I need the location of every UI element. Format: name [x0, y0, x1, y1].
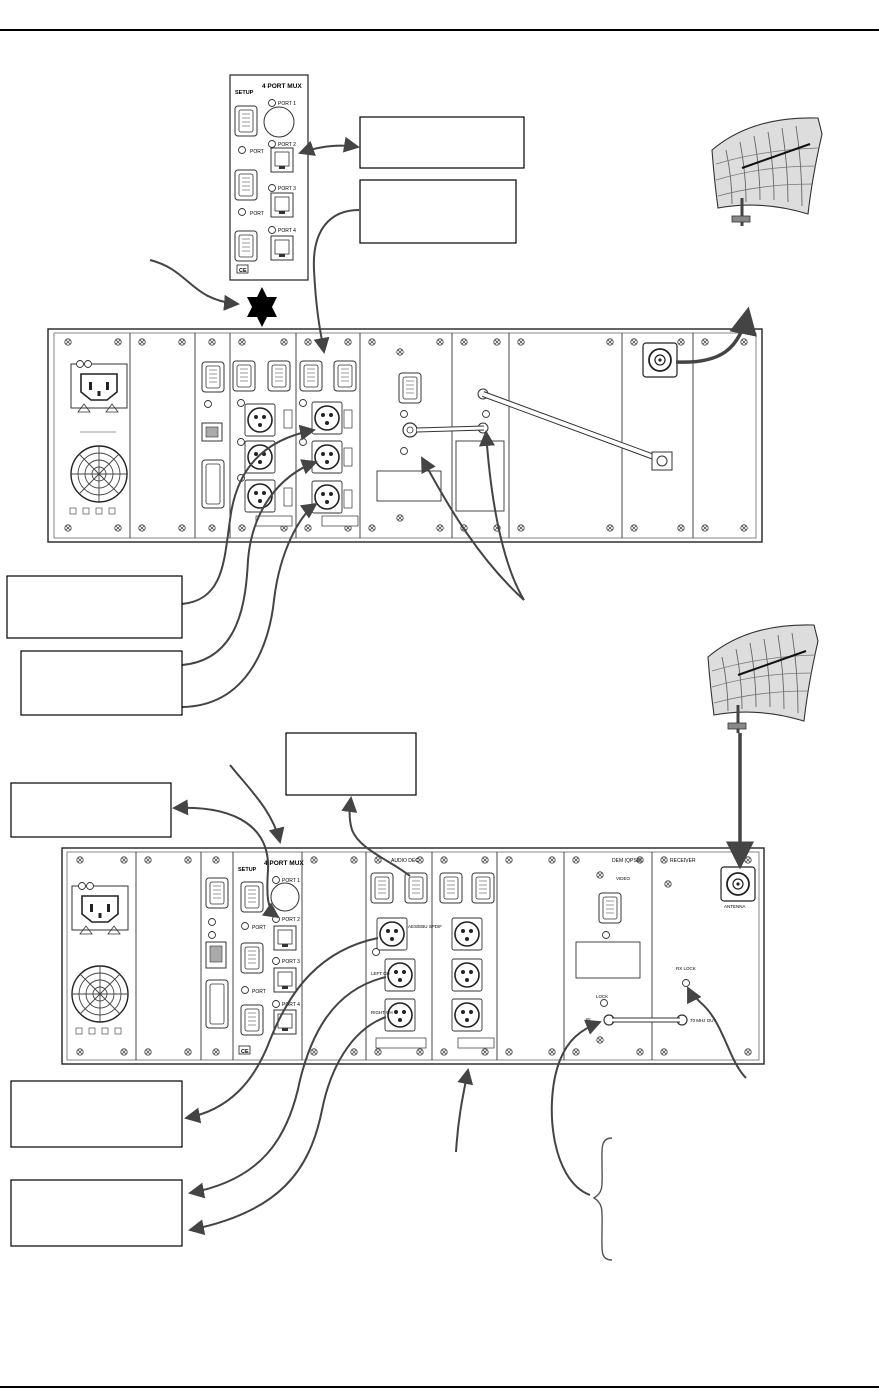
label-box-port2-device [359, 116, 525, 169]
rx-mux-port-label-1: PORT 1 [282, 878, 300, 884]
dem-label: DEM (QPSK) [612, 858, 642, 864]
rx-in-pointer [550, 1019, 602, 1196]
rx-mux-port-label-3: PORT 3 [282, 959, 300, 965]
rx-in-label: IN [586, 1017, 591, 1022]
label-box-audio-source-1 [6, 575, 183, 639]
audio-card-pointer [455, 1068, 474, 1153]
rx-mux-port-label-2: PORT 2 [282, 917, 300, 923]
top-mux-badge: CE [239, 268, 247, 274]
receiver-rack-unit: 4 PORT MUX SETUP PORT 1 PORT 2 PORT 3 PO… [61, 847, 765, 1065]
rx-lock-label: RX LOCK [676, 966, 696, 971]
rx-mux-side-port-1: PORT [252, 925, 266, 931]
aes-ebu-label: AES/EBU SPDIF [408, 924, 442, 929]
top-mux-panel: 4 PORT MUX SETUP PORT PORT PORT 1 PORT 2… [229, 74, 309, 281]
top-mux-port-label-2: PORT 2 [278, 142, 296, 148]
rx-mux-setup-label: SETUP [238, 867, 257, 873]
transmitter-rack-unit [47, 328, 763, 543]
rx-mux-badge: CE [241, 1049, 249, 1055]
label-box-audio-source-2 [20, 650, 183, 716]
top-mux-side-port-2: PORT [250, 211, 264, 217]
rx-lock-pointer [687, 986, 747, 1079]
monitor-pointer-2 [478, 430, 525, 601]
top-left-pointer-curve [149, 259, 240, 311]
rx-mux-port-label-4: PORT 4 [282, 1002, 300, 1008]
audio-in-cable-1 [181, 424, 316, 605]
label-box-port2-device-rx [10, 782, 172, 838]
lock-label: LOCK [596, 994, 608, 999]
port2-link-curve [298, 136, 360, 156]
rx-mux-side-port-2: PORT [252, 989, 266, 995]
decoder-pointer-curve [341, 796, 411, 877]
top-mux-port-label-1: PORT 1 [278, 101, 296, 107]
left-ch-label: LEFT CH [371, 971, 390, 976]
receiver-label: RECEIVER [670, 858, 696, 864]
monitor-pointer-1 [421, 456, 525, 601]
audio-in-cable-2 [181, 459, 318, 666]
top-mux-setup-label: SETUP [235, 90, 254, 96]
audio-dec-label: AUDIO DEC [391, 858, 419, 864]
data-device-cable-curve [312, 209, 360, 354]
label-box-data-device [359, 179, 517, 244]
label-box-analog-audio-out [10, 1179, 183, 1247]
receive-antenna-icon [706, 623, 820, 735]
antenna-label: ANTENNA [724, 904, 746, 909]
rx-mux-title: 4 PORT MUX [264, 860, 304, 867]
top-mux-title: 4 PORT MUX [262, 83, 302, 90]
audio-out-cable-1 [184, 937, 379, 1124]
audio-in-cable-3 [181, 502, 318, 708]
antenna-feed-curve [675, 306, 757, 364]
top-mux-port1-blank [263, 106, 295, 138]
label-box-digital-audio-out [10, 1080, 183, 1148]
transmit-antenna-icon [710, 116, 824, 228]
top-mux-port-label-3: PORT 3 [278, 186, 296, 192]
right-ch-label: RIGHT CH [371, 1010, 393, 1015]
if-out-label: 70 MHz OUT [690, 1018, 717, 1023]
audio-out-cable-3 [188, 1016, 387, 1236]
rx-port2-curve [172, 799, 280, 919]
label-box-decoder-device [285, 732, 417, 796]
video-label: VIDEO [616, 876, 631, 881]
audio-out-cable-2 [188, 976, 387, 1199]
top-mux-port-label-4: PORT 4 [278, 228, 296, 234]
curly-brace [592, 1137, 613, 1261]
top-mux-side-port-1: PORT [250, 149, 264, 155]
